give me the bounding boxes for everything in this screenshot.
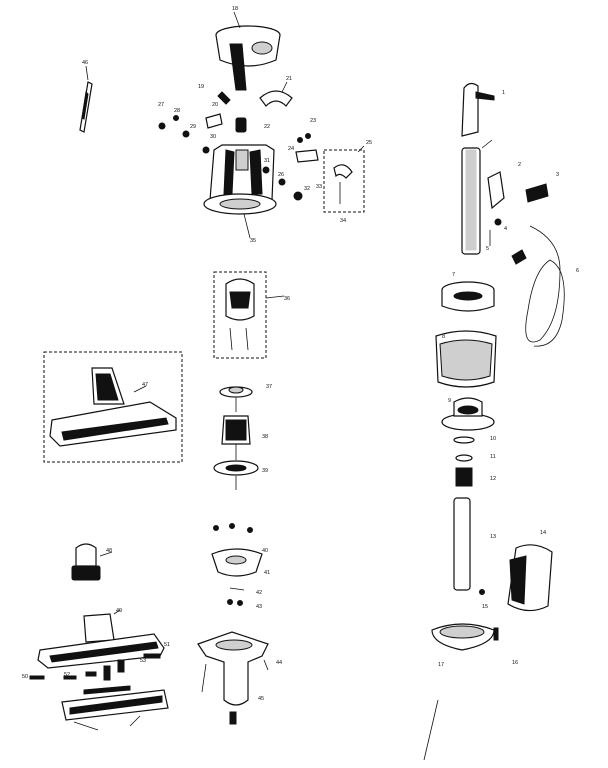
callout-52: 52 [64, 672, 70, 678]
dust-brush [71, 543, 113, 581]
callout-19: 19 [198, 84, 204, 90]
crevice-tool [79, 65, 93, 133]
callout-39: 39 [262, 468, 268, 474]
callout-53: 53 [140, 658, 146, 664]
callout-16: 16 [512, 660, 518, 666]
callout-25: 25 [366, 140, 372, 146]
callout-5: 5 [486, 246, 489, 252]
callout-24: 24 [288, 146, 294, 152]
callout-10: 10 [490, 436, 496, 442]
callout-30: 30 [210, 134, 216, 140]
callout-33: 33 [316, 184, 322, 190]
callout-43: 43 [256, 604, 262, 610]
callout-45: 45 [258, 696, 264, 702]
callout-34: 34 [340, 218, 346, 224]
armature-stack [213, 386, 259, 490]
callout-23: 23 [310, 118, 316, 124]
callout-26: 26 [278, 172, 284, 178]
callout-50: 50 [22, 674, 28, 680]
callout-labels: 1234567891011121314151617181920212223242… [22, 6, 579, 702]
callout-49: 49 [116, 608, 122, 614]
callout-31: 31 [264, 158, 270, 164]
callout-22: 22 [264, 124, 270, 130]
callout-46: 46 [82, 60, 88, 66]
callout-29: 29 [190, 124, 196, 130]
dust-container [423, 544, 553, 761]
callout-48: 48 [106, 548, 112, 554]
handle-assembly [461, 82, 565, 347]
rug-tool [29, 609, 169, 731]
nozzle-base [197, 631, 269, 725]
callout-11: 11 [490, 454, 496, 460]
callout-12: 12 [490, 476, 496, 482]
callout-44: 44 [276, 660, 282, 666]
callout-20: 20 [212, 102, 218, 108]
callout-47: 47 [142, 382, 148, 388]
callout-9: 9 [448, 398, 451, 404]
fan-parts [211, 523, 263, 606]
callout-32: 32 [304, 186, 310, 192]
callout-8: 8 [442, 334, 445, 340]
callout-28: 28 [174, 108, 180, 114]
callout-42: 42 [256, 590, 262, 596]
callout-18: 18 [232, 6, 238, 12]
callout-35: 35 [250, 238, 256, 244]
callout-51: 51 [164, 642, 170, 648]
canister-stack [435, 281, 497, 595]
callout-1: 1 [502, 90, 505, 96]
callout-41: 41 [264, 570, 270, 576]
floor-tool-box [43, 351, 183, 463]
callout-14: 14 [540, 530, 546, 536]
callout-15: 15 [482, 604, 488, 610]
callout-4: 4 [504, 226, 507, 232]
callout-27: 27 [158, 102, 164, 108]
callout-21: 21 [286, 76, 292, 82]
callout-17: 17 [438, 662, 444, 668]
armature-box [213, 271, 285, 359]
callout-38: 38 [262, 434, 268, 440]
motor-housing-assembly [158, 11, 365, 239]
callout-7: 7 [452, 272, 455, 278]
callout-36: 36 [284, 296, 290, 302]
callout-40: 40 [262, 548, 268, 554]
callout-2: 2 [518, 162, 521, 168]
callout-6: 6 [576, 268, 579, 274]
callout-3: 3 [556, 172, 559, 178]
callout-37: 37 [266, 384, 272, 390]
callout-13: 13 [490, 534, 496, 540]
